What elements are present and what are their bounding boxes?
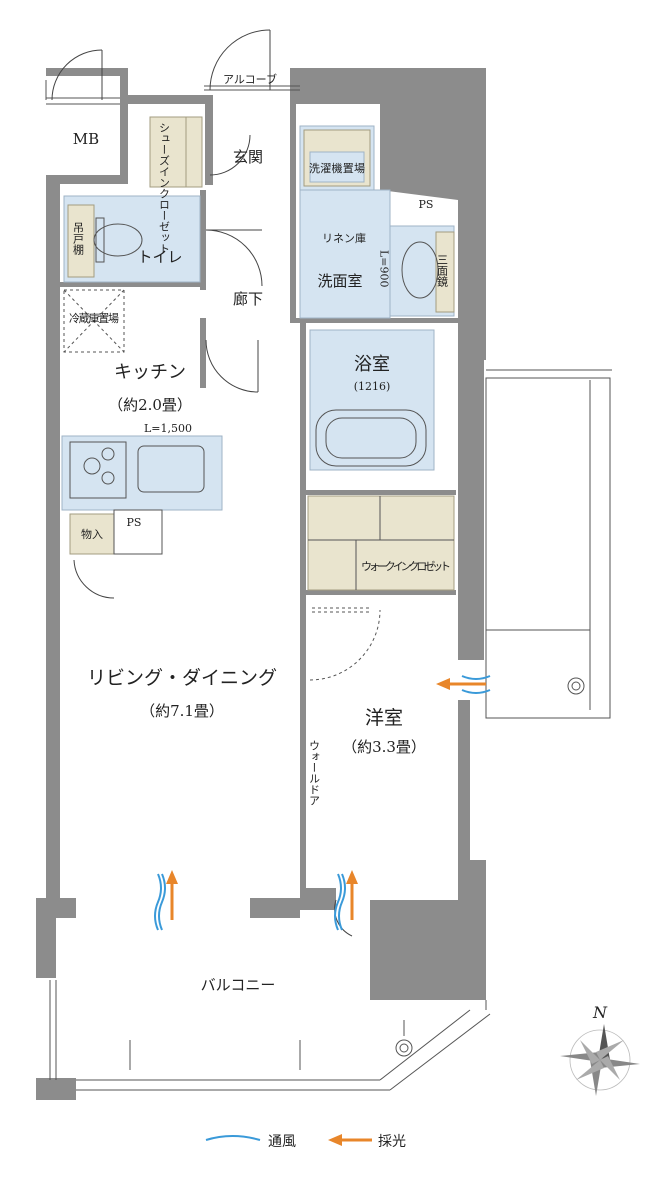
- legend-wind-label: 通風: [268, 1134, 296, 1150]
- walls: [36, 68, 486, 1100]
- kitchen-label: キッチン: [114, 362, 186, 383]
- entrance-label: 玄関: [233, 148, 263, 166]
- walkin-closet: [307, 495, 455, 591]
- mirror-cabinet: [435, 231, 455, 313]
- kitchen-length-label: L=1,500: [144, 422, 192, 435]
- room-labels: アルコーブ MB シューズインクローゼット 玄関 洗濯機置場 PS リネン庫 ト…: [69, 72, 451, 994]
- living-size-label: （約7.1畳）: [140, 702, 224, 720]
- bathtub-area: [309, 329, 435, 471]
- toilet-label: トイレ: [137, 248, 182, 266]
- fridge-label: 冷蔵庫置場: [69, 311, 119, 325]
- shoes-closet-label: シューズインクローゼット: [158, 122, 171, 254]
- compass: N: [560, 1003, 640, 1096]
- mirror-label: 三面鏡: [436, 254, 449, 288]
- washer-space-label: 洗濯機置場: [309, 161, 365, 175]
- legend-light-label: 採光: [378, 1134, 406, 1150]
- airflow-markers: [154, 675, 491, 931]
- walkin-label: ウォークインクロゼット: [361, 560, 451, 573]
- compass-north-label: N: [592, 1003, 608, 1022]
- fixtures: [61, 116, 455, 613]
- ps-kitchen-label: PS: [127, 516, 142, 529]
- living-label: リビング・ダイニング: [87, 667, 277, 689]
- kitchen-counter: [61, 435, 223, 511]
- shoes-closet: [149, 116, 187, 188]
- hanging-shelf-label: 吊戸棚: [72, 222, 85, 256]
- fridge-space: [63, 289, 125, 353]
- ps-top-label: PS: [419, 198, 434, 211]
- washroom-width-label: L=900: [378, 250, 391, 288]
- legend: 通風 採光: [205, 1134, 406, 1150]
- bath-label: 浴室: [354, 354, 390, 375]
- washroom-label: 洗面室: [317, 272, 362, 290]
- balcony-label: バルコニー: [201, 976, 276, 994]
- hallway-label: 廊下: [233, 290, 263, 308]
- balcony-outline: [45, 80, 612, 1091]
- storage-label: 物入: [81, 527, 103, 541]
- mb-label: MB: [73, 130, 99, 148]
- storage-closet: [69, 513, 115, 555]
- doors: [51, 29, 381, 937]
- kitchen-size-label: （約2.0畳）: [108, 396, 192, 414]
- wind-legend-swatch: [205, 1135, 261, 1141]
- western-label: 洋室: [365, 707, 403, 729]
- bath-size-label: (1216): [354, 380, 391, 393]
- wall-door-label: ウォールドア: [308, 740, 321, 806]
- linen-label: リネン庫: [322, 231, 366, 245]
- alcove-label: アルコーブ: [223, 72, 277, 86]
- washroom-area: [299, 189, 391, 319]
- western-size-label: （約3.3畳）: [342, 738, 426, 756]
